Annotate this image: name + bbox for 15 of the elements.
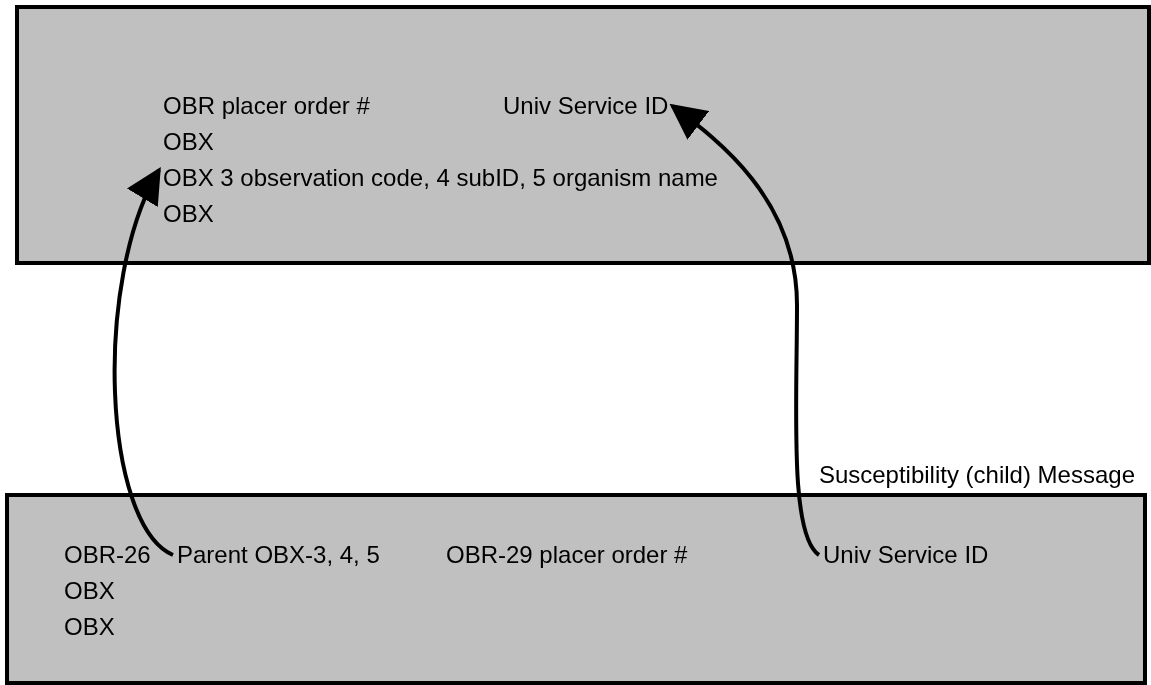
field-text: OBX	[163, 200, 214, 228]
arrow	[669, 103, 821, 557]
field-text: OBR-26	[64, 541, 151, 569]
field-text: OBX	[64, 613, 115, 641]
field-text: Univ Service ID	[823, 541, 989, 569]
field-text: OBX	[64, 577, 115, 605]
field-text: OBR placer order #	[163, 92, 370, 120]
arrow	[112, 166, 175, 557]
message-box	[15, 5, 1151, 265]
field-text: OBX 3 observation code, 4 subID, 5 organism name	[163, 164, 718, 192]
field-text: Parent OBX-3, 4, 5	[177, 541, 380, 569]
field-text: Univ Service ID	[503, 92, 669, 120]
field-text: OBX	[163, 128, 214, 156]
message-title: Susceptibility (child) Message	[818, 461, 1135, 489]
field-text: OBR-29 placer order #	[446, 541, 688, 569]
